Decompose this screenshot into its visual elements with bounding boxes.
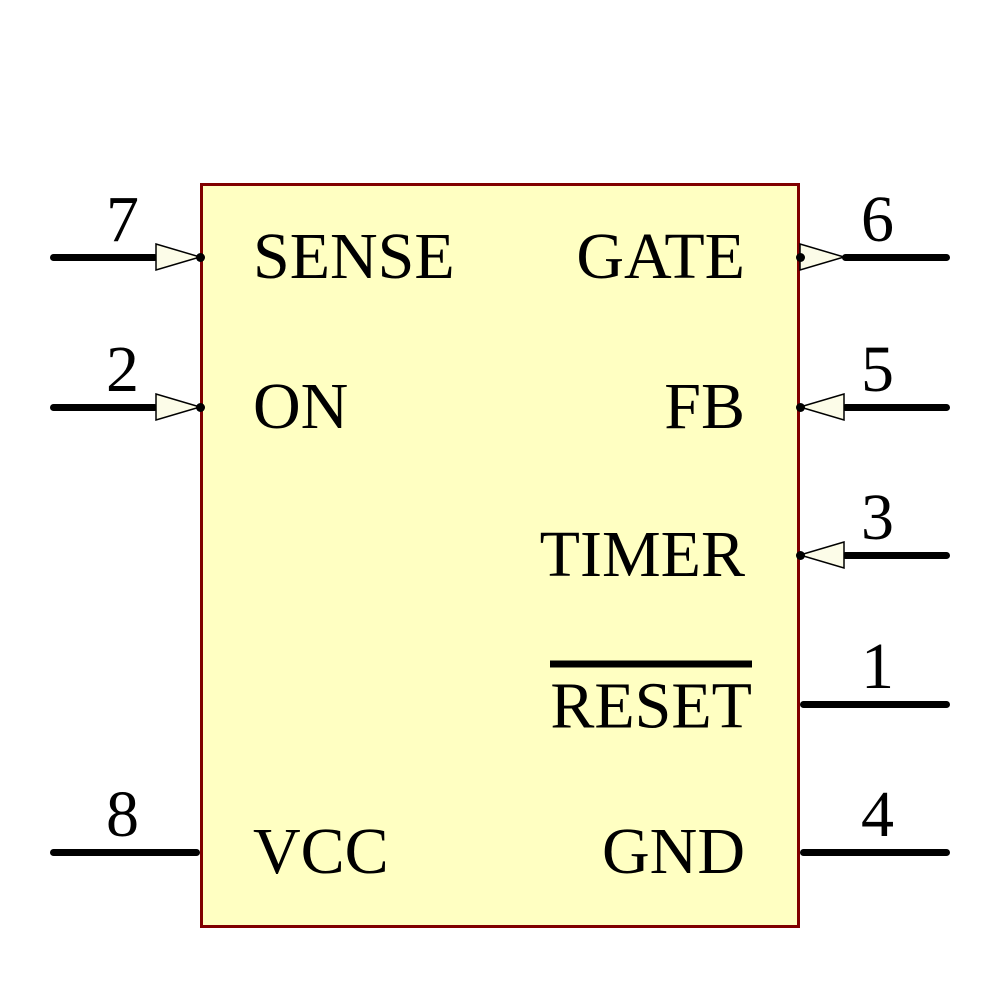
input-arrow-icon bbox=[155, 242, 201, 272]
pin-number: 2 bbox=[106, 333, 139, 406]
ic-symbol-body[interactable] bbox=[200, 183, 800, 928]
pin-wire bbox=[842, 403, 950, 411]
pin-name-sense: SENSE bbox=[253, 220, 455, 293]
pin-number: 8 bbox=[106, 778, 139, 851]
pin-wire bbox=[50, 253, 158, 261]
input-arrow-icon bbox=[799, 540, 845, 570]
pin-connection-dot bbox=[195, 252, 205, 262]
pin-name-reset: RESET bbox=[550, 660, 752, 740]
pin-name-gate: GATE bbox=[576, 220, 745, 293]
pin-name-vcc: VCC bbox=[253, 815, 389, 888]
pin-wire bbox=[842, 551, 950, 559]
reset-overline-label: RESET bbox=[550, 660, 752, 740]
pin-wire bbox=[50, 848, 200, 856]
pin-name-fb: FB bbox=[664, 370, 745, 443]
input-arrow-icon bbox=[155, 392, 201, 422]
pin-connection-dot bbox=[795, 550, 805, 560]
pin-wire bbox=[50, 403, 158, 411]
pin-connection-dot bbox=[195, 402, 205, 412]
pin-number: 5 bbox=[861, 333, 894, 406]
pin-name-timer: TIMER bbox=[539, 518, 745, 591]
pin-number: 1 bbox=[861, 630, 894, 703]
pin-connection-dot bbox=[795, 402, 805, 412]
pin-name-on: ON bbox=[253, 370, 349, 443]
input-arrow-icon bbox=[799, 392, 845, 422]
pin-name-gnd: GND bbox=[602, 815, 745, 888]
pin-number: 4 bbox=[861, 778, 894, 851]
pin-number: 7 bbox=[106, 183, 139, 256]
pin-wire bbox=[800, 700, 950, 708]
pin-wire bbox=[800, 848, 950, 856]
pin-connection-dot bbox=[795, 252, 805, 262]
pin-wire bbox=[842, 253, 950, 261]
pin-number: 3 bbox=[861, 481, 894, 554]
pin-number: 6 bbox=[861, 183, 894, 256]
